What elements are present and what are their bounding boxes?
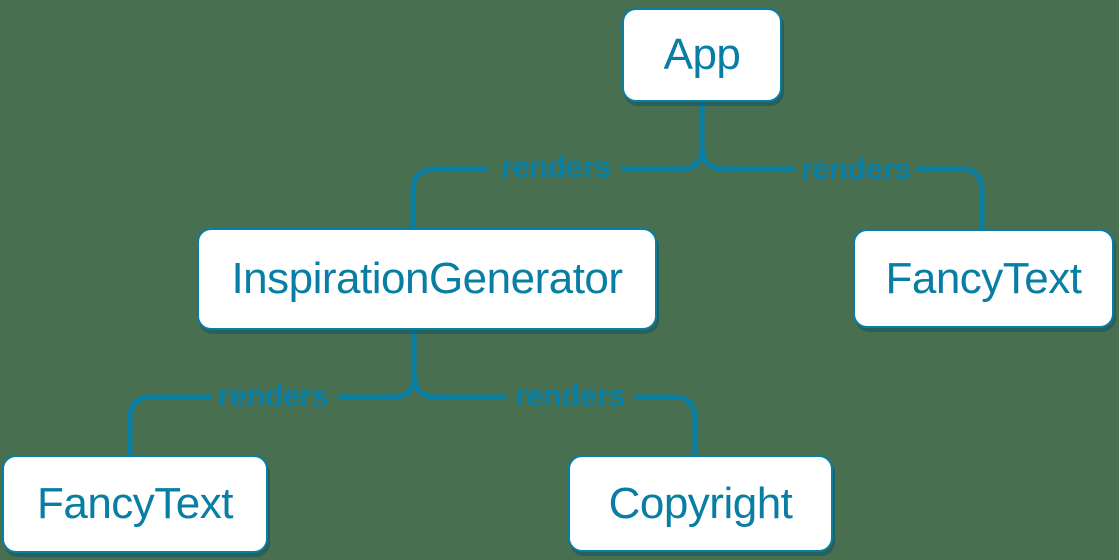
node-copyright: Copyright xyxy=(568,455,833,552)
node-copyright-label: Copyright xyxy=(608,478,793,528)
node-fancy-text-top-label: FancyText xyxy=(885,253,1082,303)
edge-label-inspirationgenerator-fancytext: renders xyxy=(217,378,329,413)
edge-label-app-fancytext: renders xyxy=(800,151,912,186)
edge-app-fancytext-right xyxy=(915,166,985,232)
edge-app-inspirationgenerator-right xyxy=(620,144,705,172)
edge-inspirationgenerator-fancytext-left xyxy=(127,394,213,458)
edge-inspirationgenerator-copyright-right xyxy=(634,394,698,458)
edge-label-inspirationgenerator-copyright: renders xyxy=(514,378,626,413)
edge-inspirationgenerator-fancytext-right xyxy=(337,372,417,400)
edge-label-app-inspirationgenerator: renders xyxy=(500,149,612,184)
edge-inspirationgenerator-copyright-left xyxy=(411,372,507,400)
node-inspiration-generator-label: InspirationGenerator xyxy=(231,254,623,303)
node-inspiration-generator: InspirationGenerator xyxy=(197,228,657,330)
node-app-label: App xyxy=(663,30,741,79)
node-fancy-text-bottom: FancyText xyxy=(2,455,268,553)
node-fancy-text-bottom-label: FancyText xyxy=(36,479,234,528)
node-fancy-text-top: FancyText xyxy=(853,229,1114,328)
node-app: App xyxy=(622,8,782,102)
edge-app-fancytext-left xyxy=(699,144,796,172)
edge-app-inspirationgenerator-left xyxy=(410,166,489,231)
